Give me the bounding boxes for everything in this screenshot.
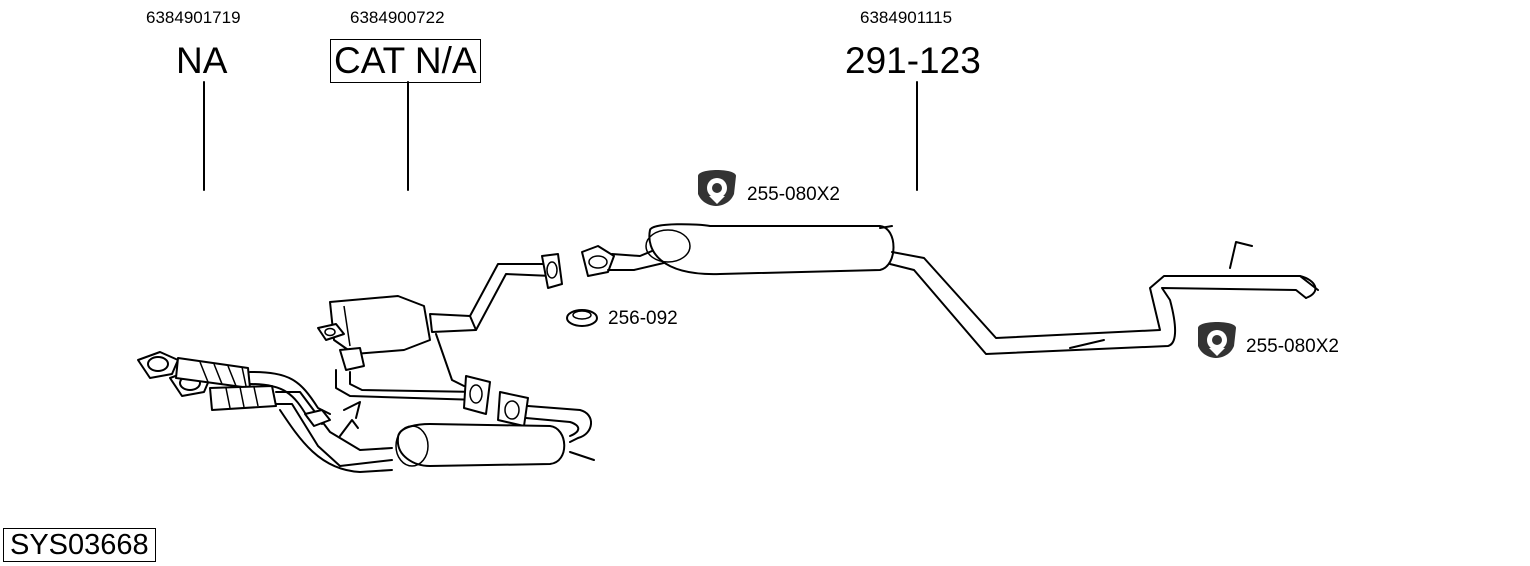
system-id-label: SYS03668 [3,528,156,562]
middle-silencer [581,223,1319,355]
rubber-hanger-icon [1198,322,1236,358]
gasket-ring-icon [566,309,598,327]
oem-number: 6384901115 [860,8,953,27]
part-number: NA [176,40,228,81]
catalytic-converter [317,253,563,415]
oem-number: 6384900722 [350,8,445,27]
part-number: 291-123 [845,40,981,81]
accessory-label: 255-080X2 [1246,336,1339,357]
oem-number: 6384901719 [146,8,241,27]
accessory-label: 256-092 [608,308,678,329]
front-pipe-assembly [137,351,393,473]
accessory-label: 255-080X2 [747,184,840,205]
rubber-hanger-icon [698,170,736,206]
part-number-boxed: CAT N/A [330,39,481,83]
resonator [395,391,595,467]
